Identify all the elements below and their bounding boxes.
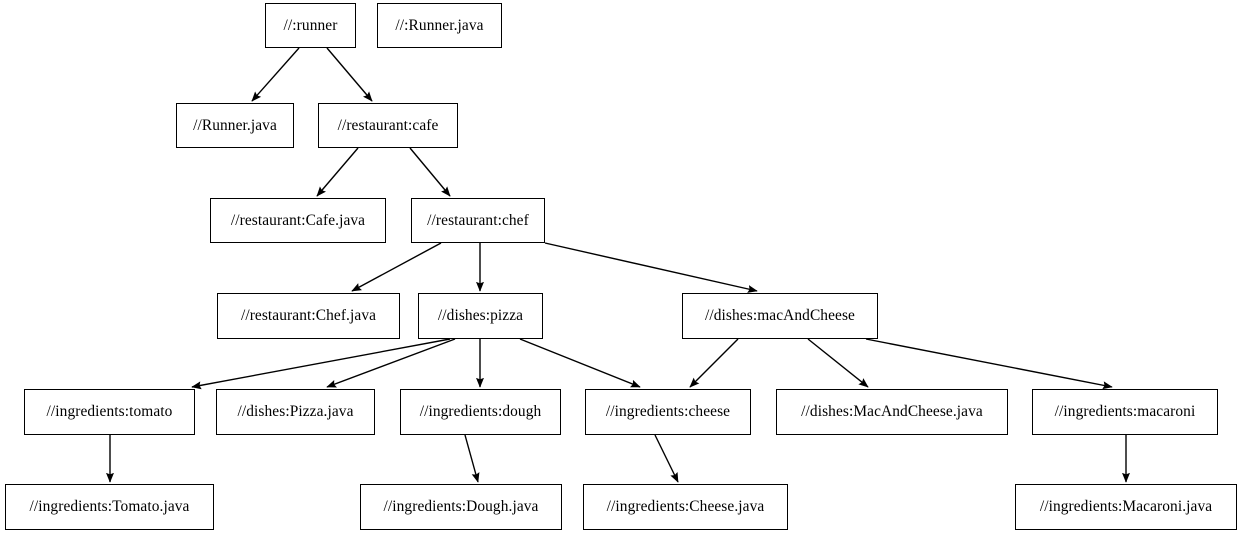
graph-node-dishes_mac[interactable]: //dishes:macAndCheese xyxy=(682,293,878,339)
graph-node-macaroni_java[interactable]: //ingredients:Macaroni.java xyxy=(1015,484,1237,530)
graph-node-label: //restaurant:cafe xyxy=(337,116,439,134)
graph-node-label: //ingredients:macaroni xyxy=(1054,403,1196,421)
graph-node-ing_dough[interactable]: //ingredients:dough xyxy=(400,389,561,435)
graph-node-label: //ingredients:Macaroni.java xyxy=(1039,498,1213,516)
graph-node-ing_tomato[interactable]: //ingredients:tomato xyxy=(24,389,195,435)
graph-node-label: //ingredients:Cheese.java xyxy=(606,498,765,516)
graph-node-label: //ingredients:Dough.java xyxy=(383,498,539,516)
graph-node-mac_java[interactable]: //dishes:MacAndCheese.java xyxy=(776,389,1008,435)
graph-node-label: //restaurant:chef xyxy=(427,211,529,229)
graph-node-label: //:runner xyxy=(283,16,338,34)
graph-node-runner_java[interactable]: //Runner.java xyxy=(176,103,294,148)
graph-node-chef_java[interactable]: //restaurant:Chef.java xyxy=(217,293,400,339)
graph-node-label: //:Runner.java xyxy=(395,16,484,34)
graph-node-label: //dishes:Pizza.java xyxy=(237,403,354,421)
graph-node-dough_java[interactable]: //ingredients:Dough.java xyxy=(360,484,562,530)
graph-node-pizza_java[interactable]: //dishes:Pizza.java xyxy=(216,389,375,435)
graph-node-label: //ingredients:Tomato.java xyxy=(29,498,190,516)
graph-node-label: //ingredients:cheese xyxy=(605,403,731,421)
graph-node-label: //ingredients:dough xyxy=(419,403,542,421)
graph-node-label: //ingredients:tomato xyxy=(46,403,173,421)
graph-node-runner_java_root[interactable]: //:Runner.java xyxy=(377,3,502,48)
graph-node-restaurant_cafe[interactable]: //restaurant:cafe xyxy=(318,103,458,148)
graph-node-tomato_java[interactable]: //ingredients:Tomato.java xyxy=(5,484,214,530)
graph-node-cafe_java[interactable]: //restaurant:Cafe.java xyxy=(210,198,386,243)
graph-node-label: //dishes:MacAndCheese.java xyxy=(801,403,983,421)
graph-node-label: //restaurant:Cafe.java xyxy=(230,211,366,229)
graph-node-runner[interactable]: //:runner xyxy=(265,3,356,48)
graph-node-restaurant_chef[interactable]: //restaurant:chef xyxy=(411,198,545,243)
graph-node-label: //dishes:pizza xyxy=(437,307,524,325)
graph-node-label: //Runner.java xyxy=(193,116,277,134)
graph-node-ing_macaroni[interactable]: //ingredients:macaroni xyxy=(1032,389,1218,435)
graph-node-cheese_java[interactable]: //ingredients:Cheese.java xyxy=(583,484,788,530)
graph-node-label: //restaurant:Chef.java xyxy=(240,307,377,325)
graph-node-ing_cheese[interactable]: //ingredients:cheese xyxy=(585,389,751,435)
graph-node-label: //dishes:macAndCheese xyxy=(705,307,855,325)
graph-node-dishes_pizza[interactable]: //dishes:pizza xyxy=(418,293,543,339)
